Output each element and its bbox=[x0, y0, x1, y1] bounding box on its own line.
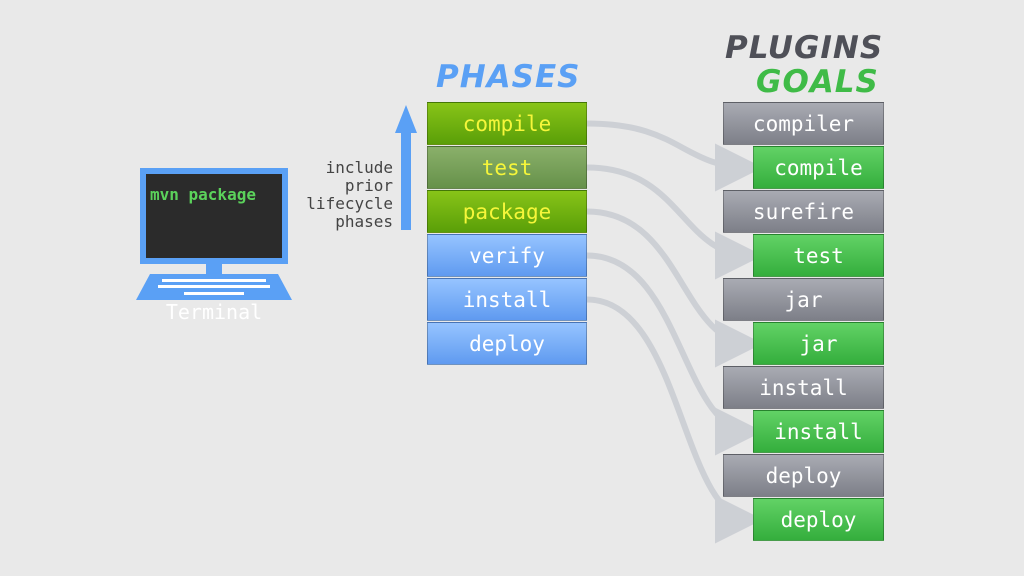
plugin-compiler: compiler bbox=[723, 102, 884, 145]
include-prior-phases-note: include prior lifecycle phases bbox=[306, 159, 393, 231]
connector-test-to-test bbox=[584, 164, 763, 280]
goal-compile: compile bbox=[753, 146, 884, 189]
phase-package: package bbox=[427, 190, 587, 233]
goal-test: test bbox=[753, 234, 884, 277]
goals-heading: GOALS bbox=[756, 64, 879, 100]
connector-verify-to-install bbox=[584, 252, 763, 456]
connector-install-to-deploy bbox=[584, 296, 763, 544]
connector-compile-to-compile bbox=[584, 120, 763, 192]
plugins-heading: PLUGINS bbox=[725, 30, 884, 66]
phase-compile: compile bbox=[427, 102, 587, 145]
goal-jar: jar bbox=[753, 322, 884, 365]
plugin-install: install bbox=[723, 366, 884, 409]
terminal-command: mvn package bbox=[150, 185, 256, 204]
goal-install: install bbox=[753, 410, 884, 453]
plugin-deploy: deploy bbox=[723, 454, 884, 497]
keyboard-keys bbox=[158, 279, 270, 295]
goal-deploy: deploy bbox=[753, 498, 884, 541]
connector-package-to-jar bbox=[584, 208, 763, 368]
plugin-jar: jar bbox=[723, 278, 884, 321]
note-line: lifecycle bbox=[306, 194, 393, 213]
phase-test: test bbox=[427, 146, 587, 189]
note-line: phases bbox=[335, 212, 393, 231]
phases-heading: PHASES bbox=[436, 59, 581, 95]
plugin-surefire: surefire bbox=[723, 190, 884, 233]
phase-deploy: deploy bbox=[427, 322, 587, 365]
phase-install: install bbox=[427, 278, 587, 321]
phase-verify: verify bbox=[427, 234, 587, 277]
note-line: prior bbox=[344, 176, 393, 195]
note-line: include bbox=[325, 158, 393, 177]
terminal-label: Terminal bbox=[165, 300, 263, 324]
